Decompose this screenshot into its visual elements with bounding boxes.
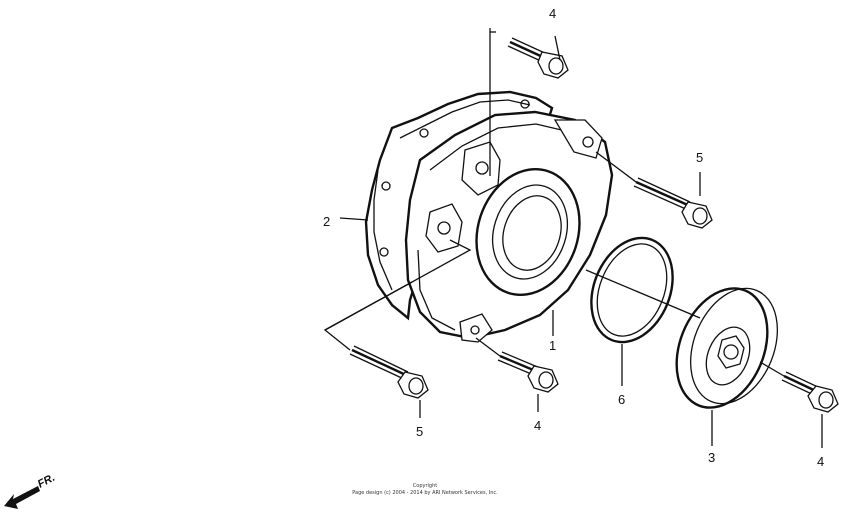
- bolt-middle: [497, 351, 559, 393]
- copyright-line-2: Page design (c) 2004 - 2014 by ARI Netwo…: [352, 490, 498, 496]
- callout-top-bolt: 4: [549, 6, 556, 21]
- bolt-top: [507, 37, 569, 79]
- callout-right-bolt: 5: [696, 150, 703, 165]
- direction-label: FR.: [36, 472, 57, 491]
- bolt-right: [633, 177, 713, 229]
- copyright-line-1: Copyright: [412, 483, 438, 489]
- cap: [675, 287, 779, 409]
- callout-mid-bolt: 4: [534, 418, 541, 433]
- callout-cap-bolt: 4: [817, 454, 824, 469]
- front-arrow-icon: [4, 486, 40, 509]
- callout-left-bolt: 5: [416, 424, 423, 439]
- callout-gasket: 2: [323, 214, 330, 229]
- callout-o-ring: 6: [618, 392, 625, 407]
- callout-cap: 3: [708, 450, 715, 465]
- callout-cover: 1: [549, 338, 556, 353]
- cover: [404, 110, 614, 343]
- leader-lines: [323, 28, 823, 448]
- bolt-cap: [781, 371, 839, 413]
- bolt-left: [349, 345, 429, 399]
